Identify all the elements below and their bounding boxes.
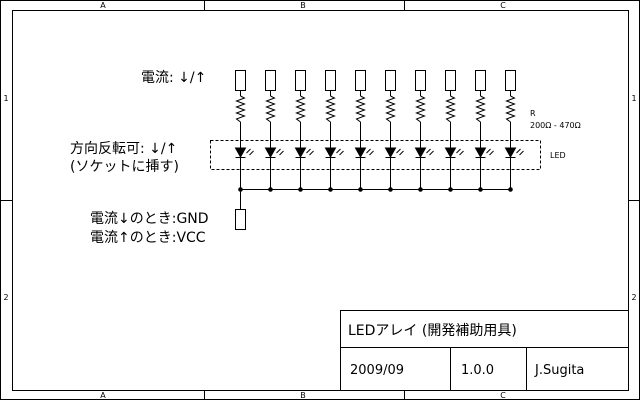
resistor-symbol [235,95,246,123]
led-channel [294,70,314,192]
led-emission-arrow [369,150,374,156]
led-channel [264,70,284,192]
led-emission-arrow [519,150,524,156]
connector-pin [325,70,336,91]
led-channel [474,70,494,192]
connector-pin [385,70,396,91]
zone-label-top-a: A [100,1,106,10]
title-block-title: LEDアレイ (開発補助用具) [348,323,517,339]
led-symbol [264,147,277,159]
connector-pin [355,70,366,91]
led-array-enclosure [210,140,541,170]
led-emission-arrow [276,148,281,154]
led-symbol [474,147,487,159]
resistor-symbol [475,95,486,123]
led-symbol [444,147,457,159]
resistor-symbol [505,95,516,123]
reversible-note-line2: (ソケットに挿す) [70,159,179,175]
connector-pin [505,70,516,91]
zone-label-bottom-a: A [100,391,106,400]
led-emission-arrow [429,150,434,156]
led-emission-arrow [306,148,311,154]
led-channel [234,70,254,192]
resistor-symbol [355,95,366,123]
led-symbol [384,147,397,159]
led-symbol [234,147,247,159]
title-block [340,310,629,391]
resistor-symbol [295,95,306,123]
led-emission-arrow [486,148,491,154]
resistor-value-label: 200Ω - 470Ω [530,121,581,130]
led-emission-arrow [309,150,314,156]
led-channel [504,70,524,192]
gnd-note: 電流↓のとき:GND [90,211,209,227]
led-emission-arrow [456,148,461,154]
led-channel [354,70,374,192]
led-channel [384,70,404,192]
resistor-ref-label: R [530,109,536,118]
connector-pin [235,70,246,91]
led-channels [234,70,524,192]
title-block-author: J.Sugita [534,363,584,378]
connector-pin [415,70,426,91]
led-symbol [504,147,517,159]
zone-label-right-1: 1 [631,94,636,103]
title-block-version: 1.0.0 [461,363,494,378]
connector-pin [445,70,456,91]
connector-pin [265,70,276,91]
led-emission-arrow [336,148,341,154]
led-emission-arrow [489,150,494,156]
zone-label-top-b: B [300,1,306,10]
connector-pin [295,70,306,91]
zone-label-top-c: C [500,1,506,10]
current-direction-note: 電流: ↓/↑ [141,70,207,86]
zone-label-right-2: 2 [631,293,636,302]
led-emission-arrow [396,148,401,154]
led-emission-arrow [516,148,521,154]
led-symbol [294,147,307,159]
led-channel [414,70,434,192]
inner-border [12,10,629,391]
led-label: LED [550,151,566,160]
resistor-symbol [385,95,396,123]
led-symbol [354,147,367,159]
resistor-symbol [445,95,456,123]
led-emission-arrow [459,150,464,156]
connector-pin [475,70,486,91]
led-channel [324,70,344,192]
zone-label-bottom-c: C [500,391,506,400]
resistor-symbol [415,95,426,123]
led-symbol [414,147,427,159]
led-emission-arrow [426,148,431,154]
zone-label-bottom-b: B [300,391,306,400]
led-emission-arrow [399,150,404,156]
led-emission-arrow [366,148,371,154]
common-connector-pin [235,209,246,230]
led-emission-arrow [339,150,344,156]
led-symbol [324,147,337,159]
led-emission-arrow [246,148,251,154]
reversible-note-line1: 方向反転可: ↓/↑ [70,141,178,157]
title-block-date: 2009/09 [350,363,404,378]
zone-label-left-2: 2 [3,293,8,302]
zone-label-left-1: 1 [3,94,8,103]
vcc-note: 電流↑のとき:VCC [90,230,206,246]
resistor-symbol [325,95,336,123]
led-channel [444,70,464,192]
resistor-symbol [265,95,276,123]
led-emission-arrow [279,150,284,156]
led-emission-arrow [249,150,254,156]
